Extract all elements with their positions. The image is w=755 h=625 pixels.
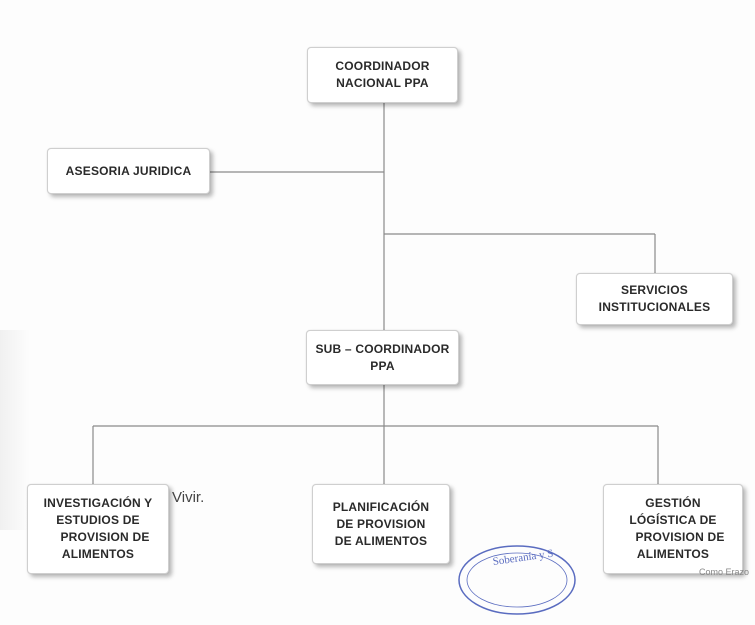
node-asesoria-juridica: ASESORIA JURIDICA — [47, 148, 210, 194]
node-investigacion: INVESTIGACIÓN Y ESTUDIOS DE PROVISION DE… — [27, 484, 169, 574]
seal-text: Soberanía y S — [492, 548, 554, 568]
node-label-line: ALIMENTOS — [636, 547, 710, 561]
node-label-line: PLANIFICACIÓN — [332, 499, 430, 514]
node-label-line: PROVISION DE — [635, 530, 725, 544]
node-planificacion: PLANIFICACIÓN DE PROVISION DE ALIMENTOS — [312, 484, 450, 564]
node-label-line: DE PROVISION — [336, 516, 426, 531]
node-label-line: ALIMENTOS — [61, 547, 135, 561]
stray-text: Vivir. — [172, 489, 205, 506]
node-label-line: ESTUDIOS DE — [56, 513, 140, 527]
node-label-line: PROVISION DE — [60, 530, 150, 544]
connector-lines — [92, 103, 659, 484]
node-servicios-institucionales: SERVICIOS INSTITUCIONALES — [576, 273, 733, 325]
corner-text: Como Erazo — [698, 567, 749, 577]
node-label-line: NACIONAL PPA — [336, 76, 429, 90]
node-label-line: ASESORIA JURIDICA — [65, 163, 192, 178]
node-label-line: INSTITUCIONALES — [598, 300, 711, 314]
node-gestion-logistica: GESTIÓN LÓGÍSTICA DE PROVISION DE ALIMEN… — [603, 484, 743, 574]
node-label-line: SERVICIOS — [621, 283, 688, 297]
node-label-line: INVESTIGACIÓN Y — [43, 496, 153, 510]
node-label-line: COORDINADOR — [335, 59, 430, 73]
official-seal: Soberanía y S — [455, 540, 585, 620]
node-label-line: PPA — [370, 358, 395, 373]
scan-shadow — [0, 330, 30, 530]
node-sub-coordinador: SUB – COORDINADOR PPA — [306, 330, 459, 385]
node-label-line: GESTIÓN — [645, 496, 701, 510]
node-label-line: DE ALIMENTOS — [334, 533, 428, 548]
node-coordinador-nacional: COORDINADOR NACIONAL PPA — [307, 47, 458, 103]
node-label-line: LÓGÍSTICA DE — [629, 513, 717, 527]
node-label-line: SUB – COORDINADOR — [315, 341, 450, 356]
org-chart: COORDINADOR NACIONAL PPA ASESORIA JURIDI… — [0, 47, 749, 615]
